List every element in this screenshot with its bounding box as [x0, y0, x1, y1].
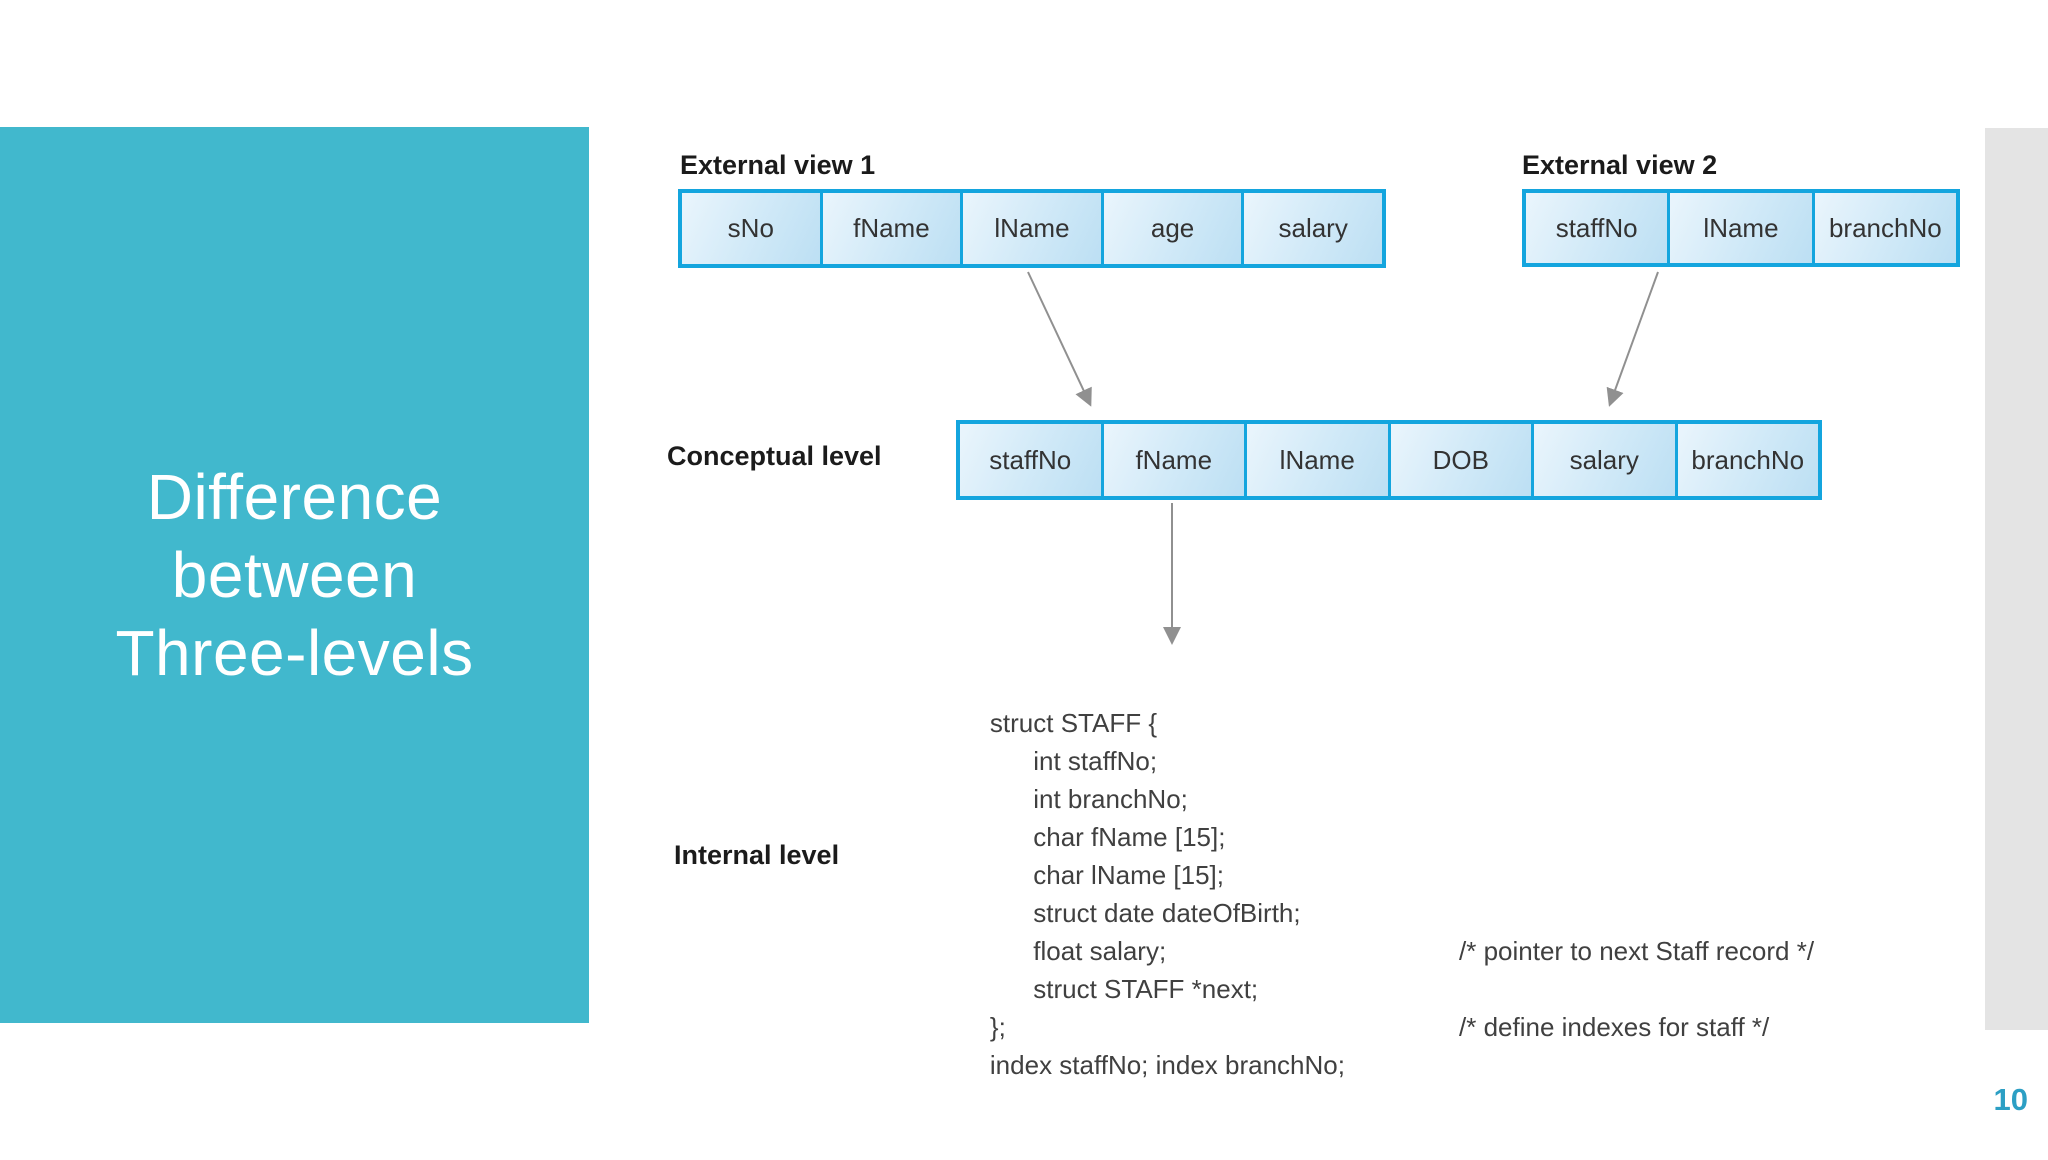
code-line: char lName [15];	[961, 818, 1345, 890]
code-text: struct STAFF *next;	[989, 974, 1259, 1004]
code-text: struct STAFF {	[989, 708, 1158, 738]
field-cell: branchNo	[1674, 424, 1818, 496]
code-line: index staffNo; index branchNo; /* define…	[961, 1008, 1769, 1080]
field-cell: fName	[819, 193, 961, 264]
external-view-2-label: External view 2	[1522, 150, 1718, 180]
title-panel: Difference between Three-levels	[0, 127, 589, 1023]
code-line: char fName [15];	[961, 780, 1345, 852]
code-text: };	[989, 1012, 1006, 1042]
field-cell: salary	[1531, 424, 1675, 496]
field-cell: age	[1100, 193, 1242, 264]
field-cell: lName	[960, 193, 1101, 264]
right-side-strip	[1985, 128, 2048, 1030]
code-line: struct STAFF *next; /* pointer to next S…	[961, 932, 1814, 1004]
code-comment: /* pointer to next Staff record */	[1459, 936, 1815, 966]
code-comment: /* define indexes for staff */	[1459, 1012, 1770, 1042]
code-line: struct STAFF {	[961, 666, 1345, 738]
code-text: int staffNo;	[989, 746, 1158, 776]
code-text: float salary;	[989, 936, 1167, 966]
code-line: int branchNo;	[961, 742, 1345, 814]
page-number: 10	[1993, 1082, 2028, 1117]
field-cell: lName	[1667, 193, 1812, 263]
code-line: int staffNo;	[961, 704, 1345, 776]
external-view-1-label: External view 1	[680, 150, 876, 180]
code-line: struct date dateOfBirth;	[961, 856, 1345, 928]
slide-title-line: Three-levels	[115, 617, 474, 689]
code-text: char fName [15];	[989, 822, 1226, 852]
code-text: int branchNo;	[989, 784, 1188, 814]
code-text: char lName [15];	[989, 860, 1224, 890]
conceptual-level-label: Conceptual level	[667, 441, 882, 471]
field-cell: staffNo	[1526, 193, 1668, 263]
field-cell: salary	[1241, 193, 1382, 264]
arrow-external2-to-conceptual	[1606, 271, 1659, 407]
slide-title: Difference between Three-levels	[115, 458, 473, 692]
slide-title-line: between	[171, 539, 418, 611]
code-line: };	[961, 970, 1345, 1042]
internal-level-code: struct STAFF { int staffNo; int branchNo…	[961, 666, 1814, 1080]
field-cell: fName	[1100, 424, 1244, 496]
internal-level-label: Internal level	[674, 840, 840, 870]
field-cell: lName	[1244, 424, 1388, 496]
field-cell: DOB	[1387, 424, 1531, 496]
code-line: float salary;	[961, 894, 1345, 966]
field-cell: staffNo	[960, 424, 1101, 496]
code-text: struct date dateOfBirth;	[989, 898, 1301, 928]
code-text: index staffNo; index branchNo;	[989, 1050, 1345, 1080]
arrow-external1-to-conceptual	[1027, 271, 1092, 407]
field-cell: branchNo	[1811, 193, 1956, 263]
slide-title-line: Difference	[146, 461, 443, 533]
field-cell: sNo	[682, 193, 820, 264]
